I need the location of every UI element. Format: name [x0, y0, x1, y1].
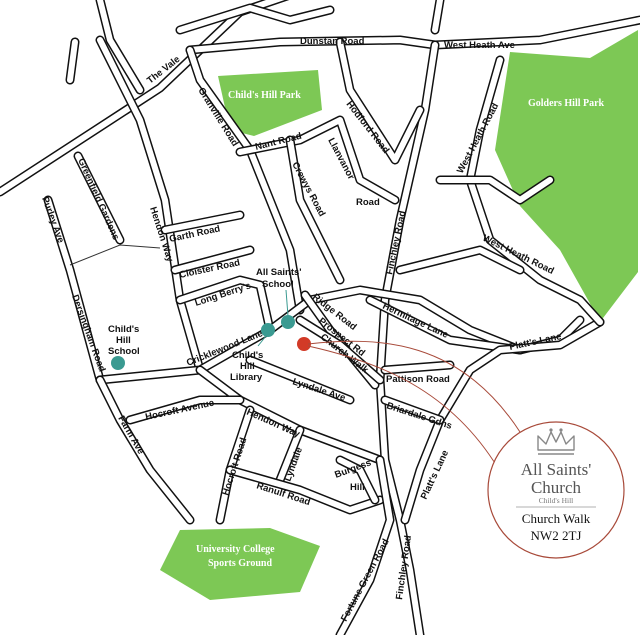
- childs-hill-library-label-1: Child's: [232, 350, 263, 361]
- library-leader-line: [257, 335, 267, 347]
- road-label-burgess-hill-2: Hill: [350, 482, 365, 493]
- childs-hill-school-marker[interactable]: [111, 356, 125, 370]
- road-label-west-heath-road-1: West Heath Road: [455, 101, 501, 175]
- road-label-fortune-green-road: Fortune Green Road: [339, 537, 392, 623]
- road-label-pattison-road: Pattison Road: [386, 374, 450, 385]
- childs-hill-park-area: [218, 70, 322, 136]
- childs-hill-park-label: Child's Hill Park: [228, 90, 301, 101]
- all-saints-school-marker[interactable]: [281, 315, 295, 329]
- road-label-dunstan-road: Dunstan Road: [300, 36, 365, 47]
- badge-title-line2: Church: [531, 478, 582, 497]
- road-label-purley-ave: Purley Ave: [39, 195, 66, 244]
- childs-hill-school-label-1: Child's: [108, 324, 139, 335]
- church-leader-line-upper: [307, 340, 521, 433]
- road-label-lyndale-ave: Lyndale Ave: [291, 376, 347, 403]
- crown-icon: [537, 428, 575, 455]
- church-leader-line-lower: [307, 345, 499, 469]
- road-label-dersingham-road: Dersingham Road: [69, 293, 107, 373]
- all-saints-school-label-1: All Saints': [256, 267, 302, 278]
- road-label-llanvanor-2: Road: [356, 197, 380, 208]
- badge-address-line2: NW2 2TJ: [531, 528, 582, 543]
- golders-hill-park-area: [495, 30, 638, 322]
- church-badge[interactable]: All Saints' Church Child's Hill Church W…: [487, 421, 625, 559]
- childs-hill-library-label-2: Hill: [240, 361, 255, 372]
- school-leader-line: [285, 289, 289, 317]
- badge-title-line1: All Saints': [521, 460, 592, 479]
- all-saints-church-marker[interactable]: [297, 337, 311, 351]
- ucl-sports-ground-area: [160, 528, 320, 600]
- ucl-sports-ground-label-2: Sports Ground: [208, 558, 272, 569]
- golders-hill-park-label: Golders Hill Park: [528, 98, 605, 109]
- childs-hill-school-label-3: School: [108, 346, 140, 357]
- ucl-sports-ground-label-1: University College: [196, 544, 275, 555]
- badge-subtitle: Child's Hill: [539, 496, 573, 505]
- all-saints-school-label-2: School: [262, 279, 294, 290]
- badge-address-line1: Church Walk: [522, 511, 591, 526]
- childs-hill-library-label-3: Library: [230, 372, 263, 383]
- badge-circle: [487, 421, 625, 559]
- footpath-line: [69, 244, 161, 266]
- road-label-west-heath-ave: West Heath Ave: [444, 40, 515, 51]
- childs-hill-library-marker[interactable]: [261, 323, 275, 337]
- childs-hill-school-label-2: Hill: [116, 335, 131, 346]
- road-label-greenfield-gardens: Greenfield Gardens: [75, 157, 121, 242]
